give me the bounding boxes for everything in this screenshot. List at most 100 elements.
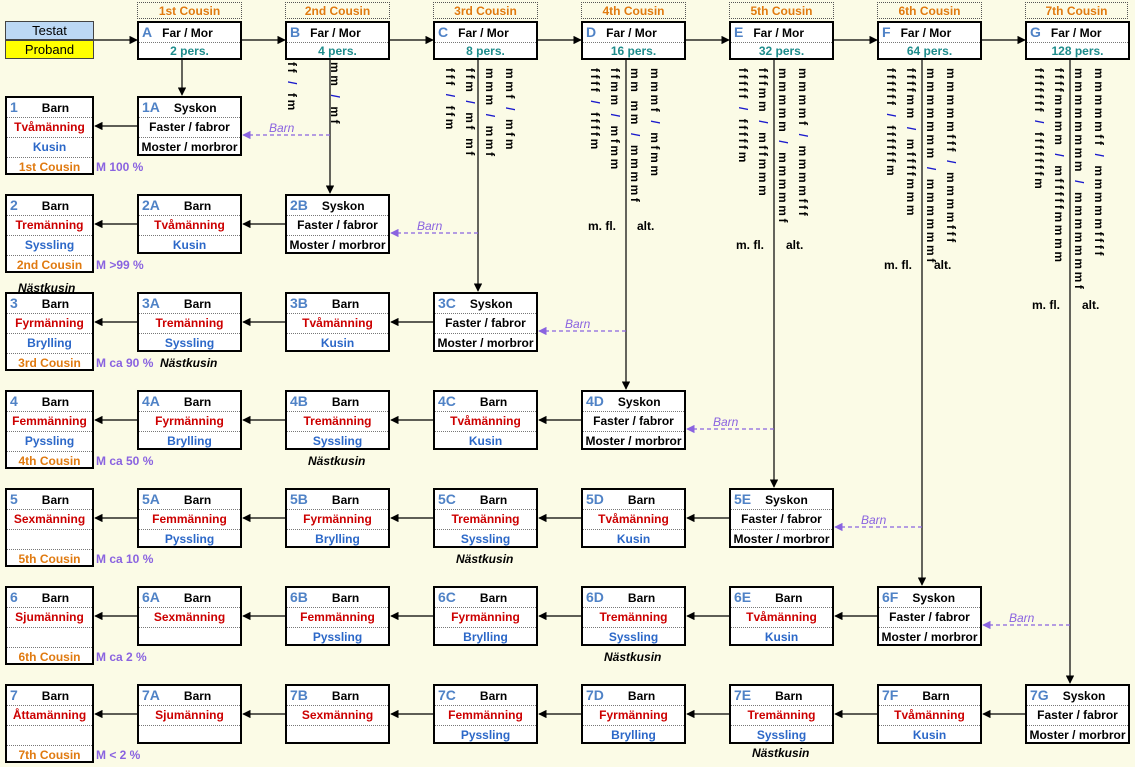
generation-person-count: 16 pers.	[610, 44, 657, 58]
box-title-row: 7F Barn	[879, 686, 980, 706]
ancestry-path: fff / ffm	[443, 68, 457, 132]
box-title: Barn	[479, 493, 508, 507]
box-title: Barn	[183, 689, 212, 703]
ancestry-path: fffff / fffffm	[736, 68, 750, 165]
box-id: 6D	[586, 589, 604, 605]
ancestry-slash: /	[924, 166, 938, 173]
generation-header: 7th Cousin	[1025, 2, 1128, 19]
ancestry-slash: /	[503, 107, 517, 114]
box-cousin-degree: 3rd Cousin	[18, 356, 81, 370]
box-id: 2	[10, 197, 18, 213]
box-id: 1A	[142, 99, 160, 115]
ancestry-slash: /	[1092, 153, 1106, 160]
box-relation-2: Pyssling	[460, 728, 511, 742]
barn-arrow-label: Barn	[713, 415, 739, 429]
box-relation-2	[139, 726, 240, 745]
box-title: Barn	[627, 493, 656, 507]
generation-header: 3rd Cousin	[433, 2, 538, 19]
box-relation-2: Pyssling	[312, 630, 363, 644]
box-id: 5A	[142, 491, 160, 507]
box-title: Barn	[479, 591, 508, 605]
generation-person-count: 4 pers.	[318, 44, 357, 58]
box-relation-1: Sexmänning	[139, 608, 240, 628]
ancestry-path-b: mmmmfff	[944, 166, 958, 245]
alt-label: alt.	[637, 219, 655, 233]
ancestry-path: ffffmm / mffffmmm	[904, 68, 918, 218]
ancestry-path-b: mmmmf	[628, 138, 642, 205]
box-relation-1: Tremänning	[435, 510, 536, 530]
box-relation-1: Sjumänning	[139, 706, 240, 726]
generation-header: 1st Cousin	[137, 2, 242, 19]
box-relation-1: Femmänning	[287, 608, 388, 628]
nastkusin-label: Nästkusin	[604, 650, 662, 664]
ancestry-slash: /	[463, 100, 477, 107]
ancestry-path: mm / mf	[328, 62, 342, 126]
box-relation-2: Brylling	[463, 630, 508, 644]
box-relation-2: Kusin	[616, 532, 651, 546]
box-relation-1: Faster / fabror	[435, 314, 536, 334]
box-relation-2	[287, 726, 388, 745]
box-title: Barn	[331, 689, 360, 703]
box-relation-1: Tremänning	[583, 608, 684, 628]
box-id: 7F	[882, 687, 899, 703]
box-id: 7G	[1030, 687, 1049, 703]
ancestry-path-b: mfmm	[608, 119, 622, 172]
box-id: 7C	[438, 687, 456, 703]
box-id: 7E	[734, 687, 752, 703]
box-relation-2: Moster / morbror	[141, 140, 238, 154]
generation-id: A	[142, 24, 153, 40]
box-id: 2B	[290, 197, 308, 213]
box-relation-1: Tvåmänning	[583, 510, 684, 530]
ancestry-path-b: ffffm	[588, 106, 602, 152]
box-relation-2: Syssling	[756, 728, 807, 742]
box-cousin-degree: 6th Cousin	[18, 650, 81, 664]
m-fl-label: m. fl.	[1032, 298, 1061, 312]
box-relation-2: Syssling	[608, 630, 659, 644]
barn-arrow-label: Barn	[861, 513, 887, 527]
box-relation-1: Tvåmänning	[435, 412, 536, 432]
ancestry-path-b: mmmmmf	[776, 146, 790, 226]
box-id: 7D	[586, 687, 604, 703]
box-relation-2: Moster / morbror	[585, 434, 682, 448]
box-title: Barn	[183, 395, 212, 409]
ancestry-path: ffmm / mfmm	[608, 68, 622, 172]
box-title-row: 5D Barn	[583, 490, 684, 510]
generation-header: 2nd Cousin	[285, 2, 390, 19]
ancestry-path: fffffff / fffffffm	[1032, 68, 1046, 191]
box-id: 7A	[142, 687, 160, 703]
box-id: 3C	[438, 295, 456, 311]
box-relation-1: Tvåmänning	[287, 314, 388, 334]
ancestry-path-a: mmmmmmm	[924, 68, 938, 167]
box-relation-1: Femmänning	[435, 706, 536, 726]
box-title: Barn	[922, 689, 950, 703]
ancestry-slash: /	[608, 113, 622, 120]
box-relation-1: Tremänning	[731, 706, 832, 726]
box-id: 7B	[290, 687, 308, 703]
generation-parent-label: Far / Mor	[606, 26, 657, 40]
ancestry-path-b: mf	[328, 100, 342, 127]
ancestry-path: mmmmmfff / mmmmfff	[944, 68, 958, 245]
ancestry-path-a: ffmm	[608, 68, 622, 114]
ancestry-path-a: mmf	[503, 68, 517, 108]
ancestry-path-a: fffffff	[1032, 68, 1046, 121]
box-id: 5D	[586, 491, 604, 507]
